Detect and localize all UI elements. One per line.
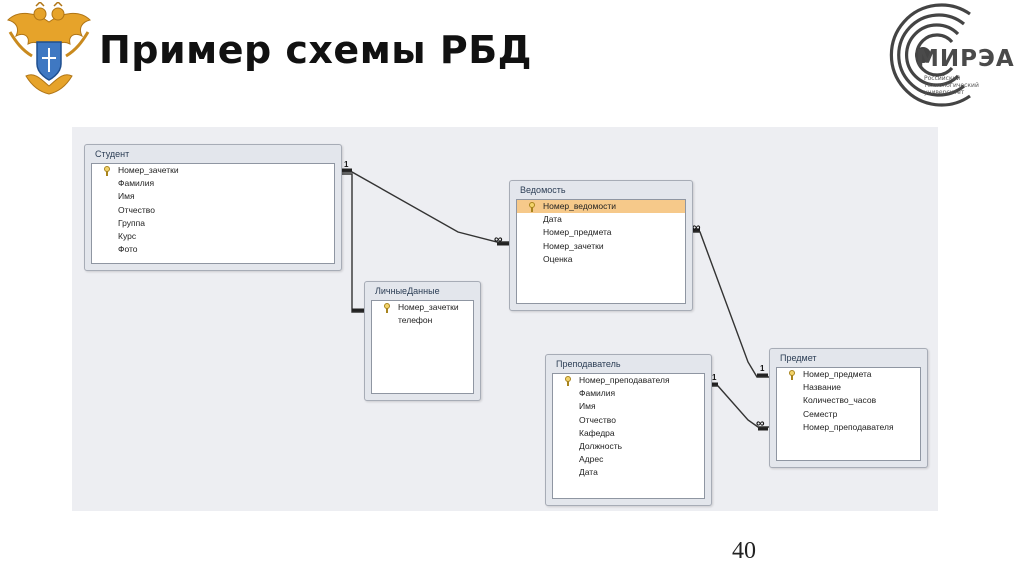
field-label: Адрес [579,454,604,465]
primary-key-icon [565,376,571,386]
field-label: Фото [118,244,138,255]
table-field[interactable]: Номер_зачетки [517,240,685,253]
table-field[interactable]: Курс [92,230,334,243]
field-label: Номер_зачетки [543,240,604,251]
field-label: Количество_часов [803,395,877,406]
table-field[interactable]: Семестр [777,408,920,421]
field-label: Номер_предмета [803,369,872,379]
field-label: Фамилия [118,178,155,189]
page-number: 40 [732,538,756,564]
field-label: Имя [579,401,596,412]
field-label: Курс [118,230,137,241]
relation-one-label: 1 [344,160,349,169]
table-field[interactable]: Имя [553,400,704,413]
field-label: Семестр [803,408,838,419]
field-label: Кафедра [579,427,615,438]
table-field[interactable]: Должность [553,440,704,453]
field-label: Отчество [579,414,616,425]
table-field[interactable]: Название [777,381,920,394]
table-title: Ведомость [520,185,566,195]
eagle-emblem-icon [7,2,91,95]
page-title: Пример схемы РБД [99,28,533,72]
table-field[interactable]: Количество_часов [777,394,920,407]
table-field[interactable]: Номер_ведомости [517,200,685,214]
table-field[interactable]: Кафедра [553,427,704,440]
mirea-logo-icon [889,3,971,107]
field-label: Номер_ведомости [543,201,617,211]
table-field[interactable]: Дата [517,213,685,226]
table-field[interactable]: Имя [92,190,334,203]
table-field[interactable]: Номер_зачетки [372,301,473,314]
field-label: Номер_зачетки [398,302,459,312]
table-field[interactable]: телефон [372,314,473,327]
field-label: Отчество [118,204,155,215]
relation-one-label: 1 [760,364,765,373]
field-label: Оценка [543,253,573,264]
table-field[interactable]: Номер_преподавателя [553,374,704,387]
relation-many-label: ∞ [756,416,765,430]
table-field[interactable]: Отчество [92,204,334,217]
table-title: Студент [95,149,130,159]
relation-many-label: ∞ [494,232,503,246]
table-field[interactable]: Фамилия [553,387,704,400]
table-field[interactable]: Оценка [517,253,685,266]
field-label: Номер_предмета [543,227,612,238]
table-title: ЛичныеДанные [375,286,440,296]
primary-key-icon [529,202,535,212]
table-field[interactable]: Фото [92,243,334,256]
table-field[interactable]: Номер_предмета [777,368,920,381]
relation-one-label: 1 [712,373,717,382]
table-field[interactable]: Номер_преподавателя [777,421,920,434]
table-field[interactable]: Номер_предмета [517,226,685,239]
field-label: Должность [579,440,623,451]
table-title: Преподаватель [556,359,621,369]
field-label: Имя [118,191,135,202]
table-personal-data[interactable]: ЛичныеДанные Номер_зачетки телефон [364,281,481,401]
primary-key-icon [789,370,795,380]
table-field[interactable]: Группа [92,217,334,230]
table-title: Предмет [780,353,817,363]
field-label: телефон [398,315,433,326]
mirea-logo-name: МИРЭА [916,46,1015,72]
table-field[interactable]: Фамилия [92,177,334,190]
table-field[interactable]: Номер_зачетки [92,164,334,177]
field-label: Название [803,382,841,393]
field-label: Дата [579,467,598,478]
table-field[interactable]: Отчество [553,414,704,427]
table-field[interactable]: Дата [553,466,704,479]
table-field[interactable]: Адрес [553,453,704,466]
field-label: Группа [118,217,145,228]
field-list: Номер_зачетки телефон [371,300,474,394]
primary-key-icon [384,303,390,313]
primary-key-icon [104,166,110,176]
relation-many-label: ∞ [692,220,701,234]
field-label: Дата [543,214,562,225]
field-label: Номер_преподавателя [803,421,894,432]
field-label: Номер_преподавателя [579,375,670,385]
mirea-logo-subtitle: Российский технологический университет [924,75,979,96]
field-label: Номер_зачетки [118,165,179,175]
field-label: Фамилия [579,388,616,399]
